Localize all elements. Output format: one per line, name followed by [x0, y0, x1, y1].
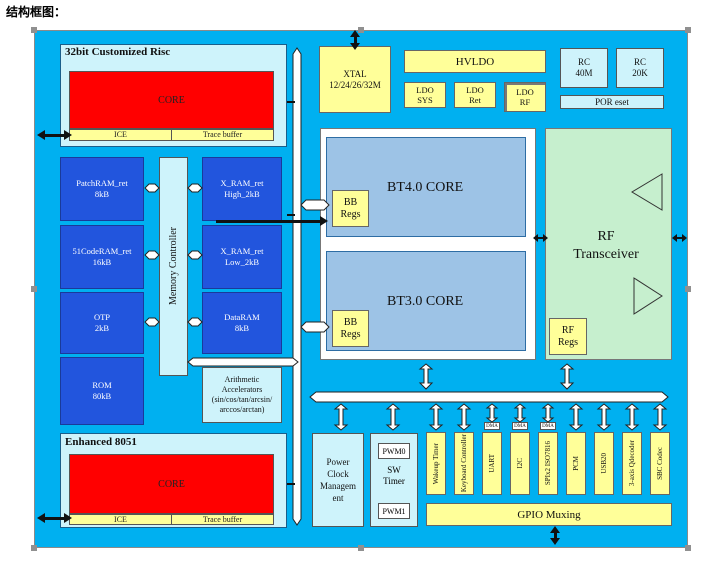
power-clock-management: Power Clock Managem ent — [312, 433, 364, 527]
periph-qdecoder: 3-axis Qdecoder — [622, 432, 642, 495]
periph-wakeup-timer: Wakeup Timer — [426, 432, 446, 495]
periph-uart: UART — [482, 432, 502, 495]
xram-high-block: X_RAM_ret High_2kB — [202, 157, 282, 221]
gpio-muxing: GPIO Muxing — [426, 503, 672, 526]
resize-handle-bm[interactable] — [358, 545, 364, 551]
periph-i2c: I2C — [510, 432, 530, 495]
e8051-core: CORE — [69, 454, 274, 514]
rc40m-block: RC 40M — [560, 48, 608, 88]
resize-handle-bl[interactable] — [31, 545, 37, 551]
rf-tx-triangle — [633, 277, 663, 315]
periph-usb20: USB20 — [594, 432, 614, 495]
resize-handle-tl[interactable] — [31, 27, 37, 33]
ldo-ret-block: LDO Ret — [454, 82, 496, 108]
xtal-block: XTAL 12/24/26/32M — [319, 46, 391, 113]
risc-core: CORE — [69, 71, 274, 129]
resize-handle-ml[interactable] — [31, 286, 37, 292]
page-heading: 结构框图： — [6, 5, 67, 19]
arith-accelerators: Arithmetic Accelerators (sin/cos/tan/arc… — [202, 367, 282, 423]
e8051-ice: ICE — [114, 515, 127, 524]
periph-pcm: PCM — [566, 432, 586, 495]
hvldo-block: HVLDO — [404, 50, 546, 73]
risc-title: 32bit Customized Risc — [65, 46, 171, 58]
ldo-rf-block: LDO RF — [504, 82, 546, 112]
risc-ice: ICE — [114, 130, 127, 139]
code51ram-block: 51CodeRAM_ret 16kB — [60, 225, 144, 289]
e8051-title: Enhanced 8051 — [65, 436, 137, 448]
horizontal-peripheral-bus — [309, 391, 669, 403]
e8051-trace-buffer: Trace buffer — [171, 515, 273, 524]
resize-handle-tr[interactable] — [685, 27, 691, 33]
vertical-system-bus — [292, 47, 302, 526]
rf-transceiver-label: RF Transceiver — [573, 229, 639, 262]
pwm1-block: PWM1 — [378, 503, 410, 519]
rc20k-block: RC 20K — [616, 48, 664, 88]
rom-block: ROM 80kB — [60, 357, 144, 425]
otp-block: OTP 2kB — [60, 292, 144, 354]
resize-handle-tm[interactable] — [358, 27, 364, 33]
bt3-core-title: BT3.0 CORE — [387, 294, 464, 309]
ldo-sys-block: LDO SYS — [404, 82, 446, 108]
poreset-block: POR eset — [560, 95, 664, 109]
dataram-block: DataRAM 8kB — [202, 292, 282, 354]
risc-debug-bar: ICE Trace buffer — [69, 129, 274, 141]
periph-sbc-codec: SBC Codec — [650, 432, 670, 495]
bus-stubs — [144, 101, 668, 485]
bt3-bb-regs: BB Regs — [332, 310, 369, 347]
periph-keyboard-controller: Keyboard Controller — [454, 432, 474, 495]
risc-trace-buffer: Trace buffer — [171, 130, 273, 140]
periph-spi-iso7816: SPIx2 ISO7816 — [538, 432, 558, 495]
xram-low-block: X_RAM_ret Low_2kB — [202, 225, 282, 289]
rf-triangles — [631, 173, 663, 315]
pwm0-block: PWM0 — [378, 443, 410, 459]
resize-handle-br[interactable] — [685, 545, 691, 551]
bt4-bb-regs: BB Regs — [332, 190, 369, 227]
rf-rx-triangle — [631, 173, 663, 211]
bt4-core-title: BT4.0 CORE — [387, 180, 464, 195]
patchram-block: PatchRAM_ret 8kB — [60, 157, 144, 221]
black-arrows — [37, 30, 687, 545]
sw-timer-label: SW Timer — [383, 465, 405, 486]
resize-handle-mr[interactable] — [685, 286, 691, 292]
rf-regs: RF Regs — [549, 318, 587, 355]
memory-controller: Memory Controller — [159, 157, 188, 376]
